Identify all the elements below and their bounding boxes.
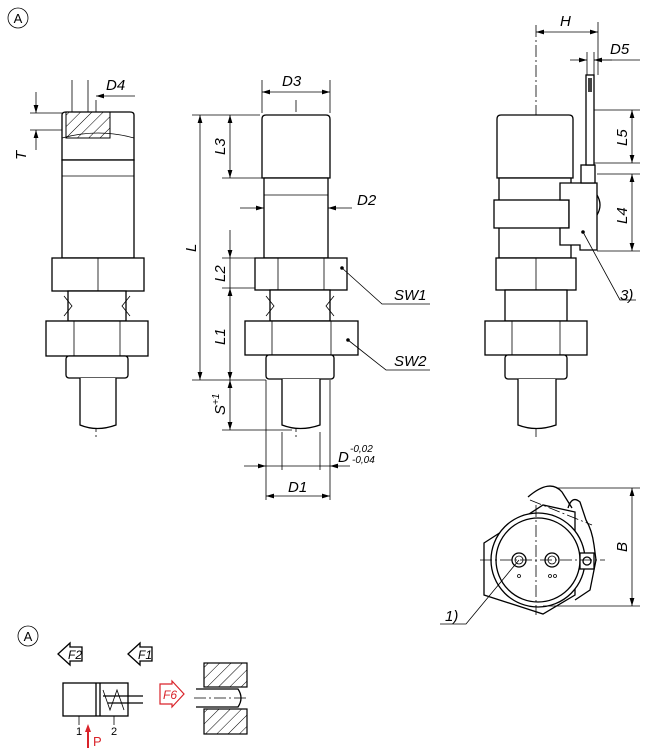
view-marker-a: A [7,7,29,29]
dim-l5: L5 [614,129,631,146]
force-f6-arrow [159,679,185,709]
label-sw2: SW2 [394,353,427,370]
function-schematic: A F2 F1 1 2 P F6 [17,625,248,749]
force-f2-arrow [57,641,83,667]
left-view-plunger [30,80,149,440]
svg-text:A: A [24,629,33,644]
pressure-arrow [85,724,91,748]
dim-s: S+1 [211,394,229,415]
bottom-view-plunger [440,485,640,625]
dim-d-tol-upper: -0,02 [350,444,373,455]
dim-l1: L1 [212,328,229,345]
dim-t: T [13,149,30,160]
dim-l2: L2 [212,265,229,282]
dim-b: B [614,542,631,552]
svg-text:2: 2 [111,726,117,738]
dim-l: L [183,244,200,252]
note-3: 3) [620,287,633,304]
dim-l3: L3 [212,138,229,155]
svg-text:F2: F2 [68,648,82,662]
svg-text:P: P [93,734,102,749]
dim-d1: D1 [288,479,307,496]
dim-d5: D5 [610,41,630,58]
center-view-plunger [192,80,430,500]
dim-d-tol-lower: -0,04 [352,455,375,466]
svg-text:F1: F1 [138,648,152,662]
dim-d4: D4 [106,77,125,94]
svg-text:F6: F6 [163,688,177,702]
note-1: 1) [445,608,458,625]
dim-d3: D3 [282,73,302,90]
force-f1-arrow [127,641,153,667]
dim-h: H [560,13,571,30]
right-view-plunger-with-switch [484,22,640,440]
dim-d: D [338,449,349,466]
svg-text:1: 1 [76,726,82,738]
dim-d2: D2 [357,192,377,209]
label-sw1: SW1 [394,287,427,304]
dim-l4: L4 [614,207,631,224]
svg-text:A: A [14,11,23,26]
